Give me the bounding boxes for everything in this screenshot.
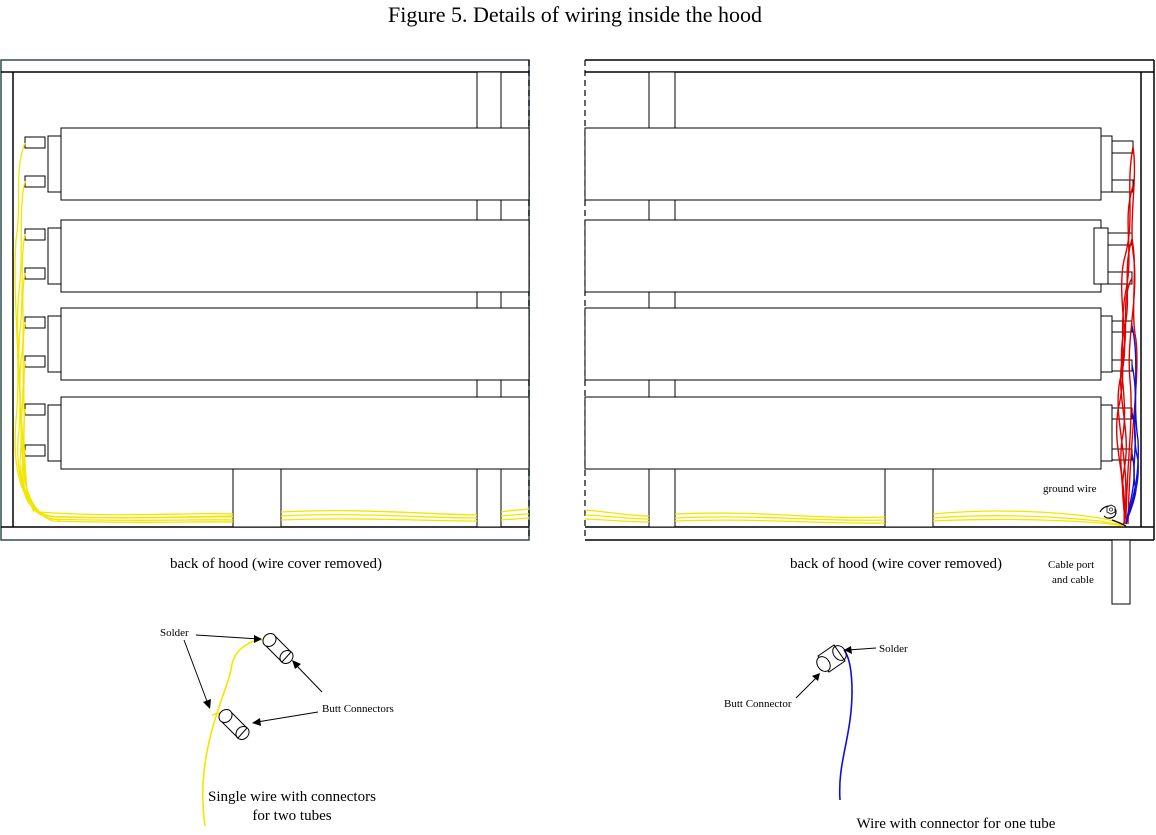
right-single-wire-bundle <box>1125 325 1140 525</box>
cable-port-label-line-1: Cable port <box>1048 559 1094 571</box>
detail-one-solder-label: Solder <box>879 643 908 655</box>
right-tube-3 <box>584 307 1133 381</box>
right-hood-panel <box>584 59 1155 605</box>
ground-wire-label: ground wire <box>1043 483 1097 495</box>
right-neutral-wire-bundle <box>584 509 1125 527</box>
right-panel-caption: back of hood (wire cover removed) <box>790 556 1002 572</box>
detail-blue-wire <box>838 649 853 801</box>
detail-one-caption: Wire with connector for one tube <box>857 816 1056 832</box>
detail-two-tube-wire <box>183 632 323 827</box>
left-panel-caption: back of hood (wire cover removed) <box>170 556 382 572</box>
detail-two-tube-arrows <box>183 634 323 726</box>
detail-two-caption-line-1: Single wire with connectors <box>208 789 376 805</box>
detail-two-butt-connectors-label: Butt Connectors <box>322 703 394 715</box>
left-tube-1 <box>24 127 530 201</box>
cable-port <box>1111 539 1131 605</box>
detail-one-butt-connector-label: Butt Connector <box>724 698 792 710</box>
left-neutral-wire-bundle <box>14 142 530 524</box>
left-bottom-support <box>232 468 282 528</box>
left-tube-2 <box>24 219 530 293</box>
hex-nut-icon <box>1106 504 1116 515</box>
ground-wire <box>1099 504 1127 527</box>
left-tube-3 <box>24 307 530 381</box>
figure-title: Figure 5. Details of wiring inside the h… <box>388 2 762 27</box>
right-bottom-support <box>884 468 934 528</box>
left-hood-panel <box>0 59 530 541</box>
right-tube-4 <box>584 396 1133 470</box>
left-tube-4 <box>24 396 530 470</box>
butt-connector-single <box>816 644 847 673</box>
detail-one-tube-wire <box>795 644 877 801</box>
detail-two-caption-line-2: for two tubes <box>252 808 331 824</box>
cable-port-label-line-2: and cable <box>1052 574 1094 586</box>
detail-two-solder-label: Solder <box>160 627 189 639</box>
detail-yellow-wire <box>201 639 269 827</box>
right-tube-2 <box>584 219 1133 293</box>
butt-connector-upper <box>262 632 294 665</box>
butt-connector-lower <box>218 708 250 741</box>
right-hot-wire-bundle <box>1115 146 1138 525</box>
right-tube-1 <box>584 127 1134 201</box>
